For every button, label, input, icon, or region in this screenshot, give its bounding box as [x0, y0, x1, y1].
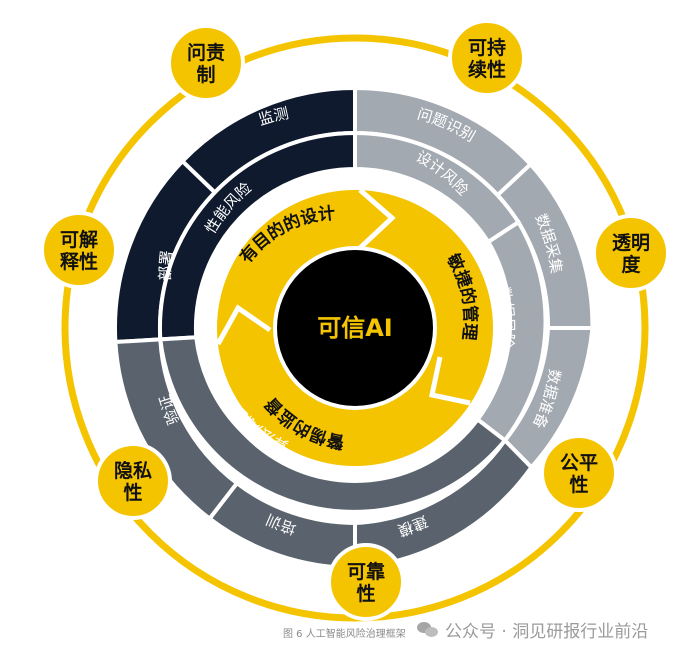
principle-label: 公平性 — [560, 452, 598, 496]
principle-label: 可靠性 — [347, 561, 385, 605]
watermark-text: 公众号 · 洞见研报行业前沿 — [445, 622, 649, 642]
principle-label: 可解释性 — [60, 228, 98, 273]
wechat-icon — [417, 621, 439, 639]
svg-text:部署: 部署 — [156, 250, 176, 281]
middle-ring-dividers — [215, 188, 471, 406]
divider-1 — [358, 188, 396, 250]
principle-sustainability: 可持续性 — [448, 19, 526, 97]
label-deployment: 部署 — [156, 250, 176, 281]
principle-explainability: 可解释性 — [40, 211, 118, 289]
principle-transparency: 透明度 — [592, 214, 670, 292]
principle-accountability: 问责制 — [167, 24, 245, 102]
center-label: 可信AI — [317, 314, 393, 342]
principle-label: 透明度 — [612, 232, 650, 276]
divider-2 — [429, 356, 471, 406]
principle-label: 可持续性 — [468, 36, 506, 81]
principle-privacy: 隐私性 — [94, 442, 172, 520]
center-circle — [277, 250, 433, 406]
principle-reliability: 可靠性 — [327, 543, 405, 621]
principle-label: 隐私性 — [114, 460, 152, 504]
principle-label: 问责制 — [187, 41, 225, 86]
watermark: 公众号 · 洞见研报行业前沿 — [417, 617, 648, 642]
figure-caption: 图 6 人工智能风险治理框架 — [283, 629, 406, 640]
divider-3 — [215, 304, 272, 346]
principle-fairness: 公平性 — [540, 434, 618, 512]
